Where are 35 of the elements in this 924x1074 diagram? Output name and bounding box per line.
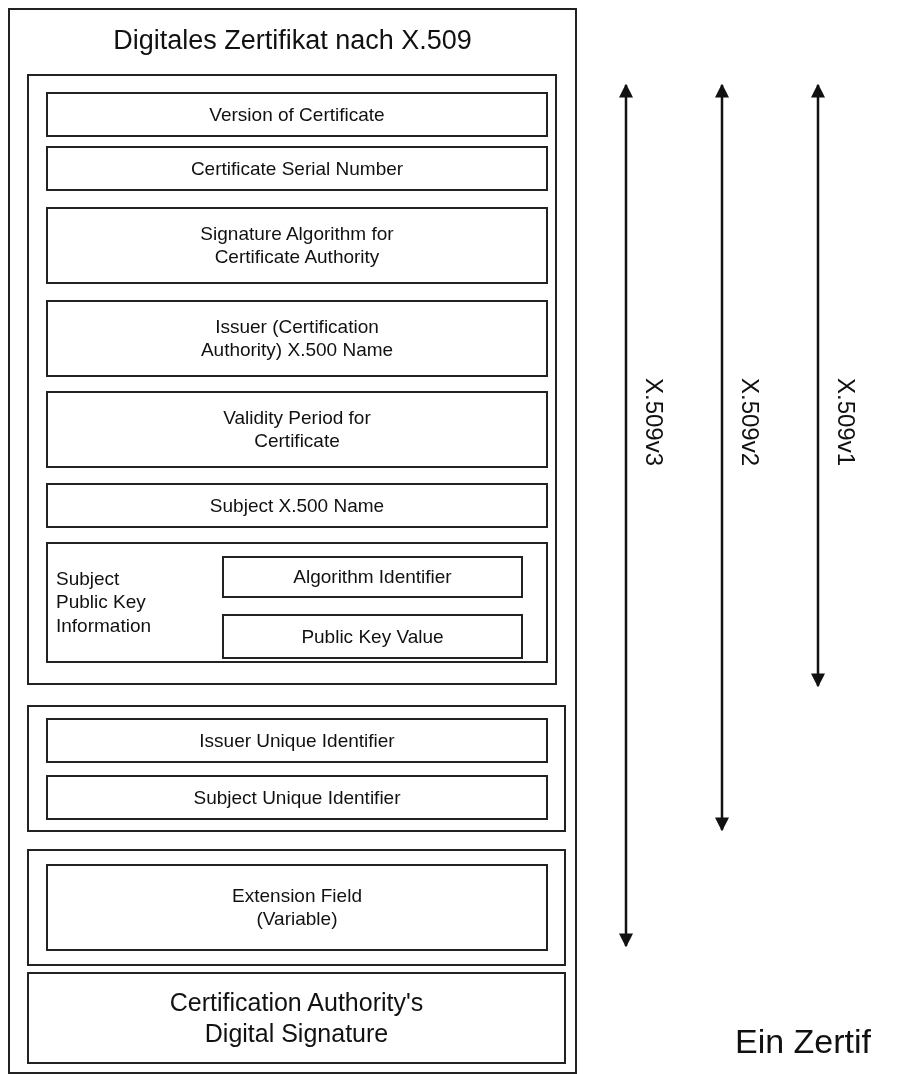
field-box (46, 391, 548, 468)
field-label: Certification Authority's Digital Signature (168, 986, 425, 1049)
field-box (222, 556, 523, 598)
field-label: Public Key Value (300, 624, 445, 649)
field-box (46, 864, 548, 951)
field-label: Issuer (Certification Authority) X.500 Name (199, 314, 395, 363)
field-label: Subject Unique Identifier (192, 785, 402, 810)
field-label: Subject Public Key Information (56, 566, 153, 639)
version-label: X.509v1 (832, 378, 860, 467)
field-label: Validity Period for Certificate (222, 405, 372, 454)
version-label: X.509v3 (640, 378, 668, 467)
field-label: Subject X.500 Name (208, 493, 386, 518)
signature-box (27, 972, 566, 1064)
field-group (46, 542, 548, 663)
field-box (46, 483, 548, 528)
field-box (46, 775, 548, 820)
field-box (46, 146, 548, 191)
node-title: Digitales Zertifikat nach X.509 (112, 24, 473, 57)
field-box (46, 207, 548, 284)
caption-text: Ein Zertif (735, 1022, 872, 1061)
field-box (46, 92, 548, 137)
field-box (222, 614, 523, 659)
field-label: Algorithm Identifier (292, 565, 453, 589)
field-box (46, 300, 548, 377)
field-label: Certificate Serial Number (189, 156, 405, 181)
field-label: Extension Field (Variable) (231, 883, 363, 932)
field-label: Issuer Unique Identifier (198, 728, 396, 753)
field-group (27, 705, 566, 832)
field-group (27, 849, 566, 966)
field-group (27, 74, 557, 685)
field-label: Signature Algorithm for Certificate Authority (199, 221, 395, 270)
certificate-frame (8, 8, 577, 1074)
field-label: Version of Certificate (208, 102, 386, 127)
version-label: X.509v2 (736, 378, 764, 467)
field-box (46, 718, 548, 763)
